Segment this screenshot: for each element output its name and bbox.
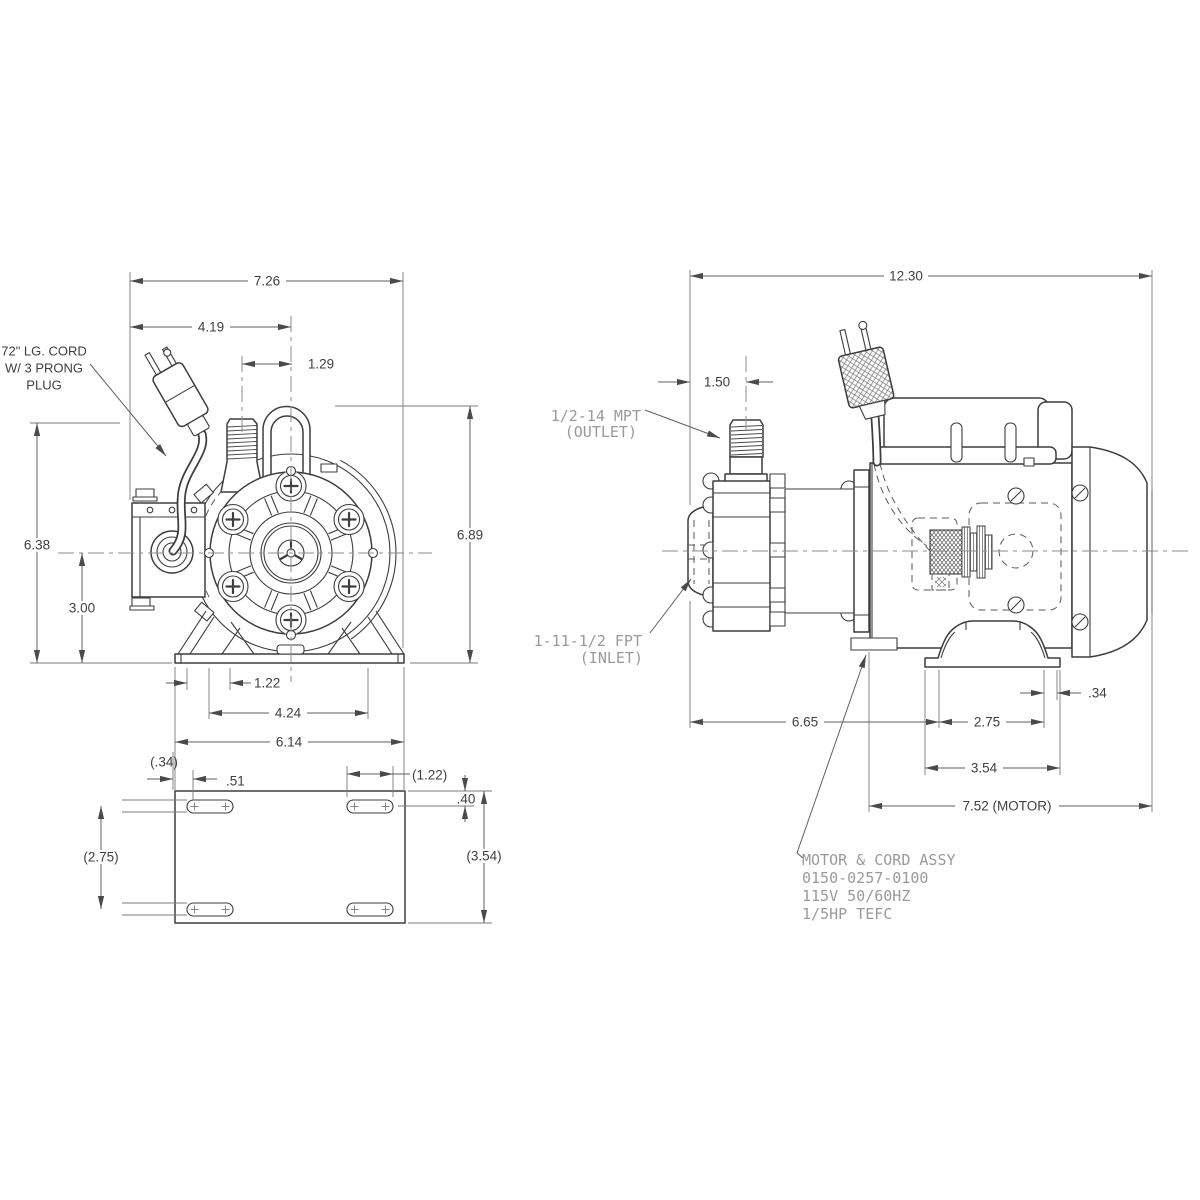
terminal-box-vent (1004, 422, 1017, 463)
plug-side (837, 320, 895, 420)
rim-bolt-lower (194, 601, 215, 622)
dim-center-height: 3.00 (69, 601, 95, 616)
jbox-screws (146, 506, 198, 514)
plug-prong-hole (163, 348, 172, 357)
mounting-slots (186, 799, 394, 917)
motor-note-line2: 0150-0257-0100 (802, 869, 928, 887)
side-extension-lines (689, 270, 1153, 812)
extension-lines (30, 272, 478, 791)
outlet-label-line2: (OUTLET) (565, 423, 637, 441)
rim-tab (320, 463, 338, 473)
plug-tail (187, 415, 210, 437)
base-front (174, 653, 405, 664)
handle (262, 405, 311, 480)
pump-head (712, 480, 771, 632)
outlet-label-line1: 1/2-14 MPT (551, 407, 641, 425)
dim-base-width: 6.14 (276, 735, 303, 750)
outlet-threads-side (730, 425, 763, 456)
motor-body-arc (340, 459, 397, 640)
cord-grip (929, 525, 993, 591)
dim-foot-length: 3.54 (971, 761, 998, 776)
dim-slot-center-offset: .51 (226, 774, 245, 789)
fan-cover-screws (1071, 484, 1089, 631)
plug-front (144, 346, 210, 437)
head-ribs (713, 492, 770, 608)
plug-prong (860, 326, 872, 353)
slot-extension-lines (122, 799, 187, 916)
fan-cover (1071, 446, 1148, 658)
dim-foot-hole-spacing: 2.75 (974, 715, 1000, 730)
dim-foot-span: 4.24 (275, 706, 302, 721)
conduit-screws (1007, 487, 1025, 614)
jbox-washer-top (132, 496, 158, 502)
junction-box (129, 488, 206, 611)
face-screws (217, 470, 365, 636)
front-dimensions: 7.26 4.19 1.29 6.38 3.00 6.89 1.22 4.24 … (1, 272, 489, 791)
base-ticks (180, 654, 399, 663)
plug-body (837, 346, 895, 409)
inlet-label-line2: (INLET) (580, 649, 643, 667)
plate-extension-lines (172, 752, 492, 924)
base-plate-view (122, 790, 406, 924)
base-plate-dimensions: (.34) .51 (1.22) .40 (2.75) (3.54) (77, 752, 508, 924)
dim-overall-width: 7.26 (254, 274, 280, 289)
motor-note-line4: 1/5HP TEFC (802, 905, 892, 923)
bracket-foot-lip (850, 637, 898, 651)
motor-note-leader (796, 654, 867, 854)
dim-slot-row-spacing: (2.75) (83, 850, 118, 865)
dim-left-to-center: 4.19 (198, 320, 224, 335)
dim-overall-length: 12.30 (889, 269, 923, 284)
dim-overall-height: 6.89 (457, 528, 483, 543)
cord-leader (89, 363, 167, 457)
terminal-box-vent (950, 422, 963, 463)
dim-inlet-to-foot: 6.65 (792, 715, 818, 730)
outlet-neck (729, 456, 763, 475)
head-nuts-right (769, 473, 786, 627)
dim-slot-length: (1.22) (412, 768, 447, 783)
motor-note-line3: 115V 50/60HZ (802, 887, 910, 905)
dim-slot-edge-offset: (.34) (150, 755, 178, 770)
outlet-leader (644, 409, 721, 439)
plug-prong-hole (858, 320, 868, 330)
side-dimensions: 12.30 1.50 6.65 2.75 .34 3.54 7.52 (MOTO… (534, 269, 1153, 923)
dim-foot-hole-to-edge: .34 (1088, 686, 1107, 701)
terminal-box-clip (1023, 457, 1035, 467)
dim-inlet-to-outlet: 1.50 (704, 375, 730, 390)
motor-foot (924, 620, 1061, 668)
dim-outlet-height: 6.38 (24, 538, 50, 553)
foot-detail (940, 622, 1046, 659)
cord-label-line2: W/ 3 PRONG (5, 361, 83, 376)
cord-label-line1: 72" LG. CORD (1, 344, 87, 359)
inlet-label-line1: 1-11-1/2 FPT (534, 632, 642, 650)
outlet-pipe-front (220, 418, 264, 493)
side-view (662, 320, 1190, 668)
front-view (58, 316, 432, 682)
motor-note-line1: MOTOR & CORD ASSY (802, 851, 956, 869)
mount-legs (177, 610, 405, 655)
rim-bolt-upper (193, 483, 214, 504)
jbox-washer-bottom (129, 605, 155, 611)
cord-label-line3: PLUG (26, 378, 61, 393)
dim-slot-vertical-offset: .40 (457, 792, 476, 807)
plug-tail (858, 399, 886, 420)
inlet-leader (649, 578, 692, 634)
dim-outlet-to-center: 1.29 (308, 357, 334, 372)
outlet-threads-front (227, 425, 257, 460)
plug-prong (839, 329, 852, 358)
hidden-cord (873, 462, 932, 553)
dim-foot-slot: 1.22 (254, 676, 280, 691)
dim-motor-length: 7.52 (MOTOR) (962, 799, 1051, 814)
dim-plate-depth: (3.54) (466, 849, 501, 864)
